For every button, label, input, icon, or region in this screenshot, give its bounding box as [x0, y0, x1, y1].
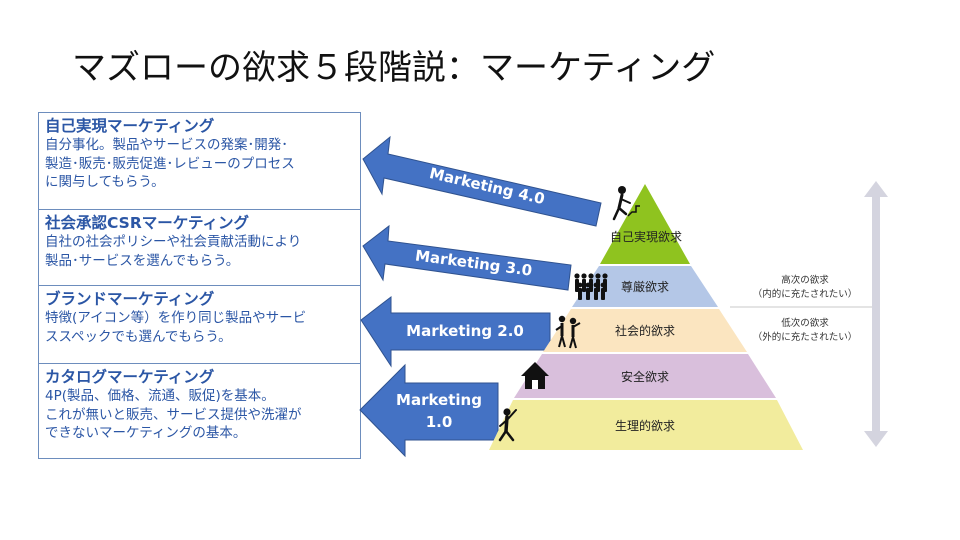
box-line: 自分事化。製品やサービスの発案･開発･: [45, 137, 288, 153]
pyramid-label: 社会的欲求: [615, 323, 675, 338]
pyramid-label: 生理的欲求: [615, 418, 675, 433]
box-line: 自社の社会ポリシーや社会貢献活動により: [45, 234, 302, 250]
box-description: 自社の社会ポリシーや社会貢献活動により 製品･サービスを選んでもらう。: [45, 233, 354, 270]
box-description: 4P(製品、価格、流通、販促)を基本。 これが無いと販売、サービス提供や洗濯が …: [45, 387, 354, 443]
marketing-boxes: 自己実現マーケティング 自分事化。製品やサービスの発案･開発･ 製造･販売･販売…: [38, 112, 361, 459]
box-line: ススペックでも選んでもらう。: [45, 328, 232, 345]
box-line: 特徴(アイコン等）を作り同じ製品やサービ: [45, 310, 307, 326]
lower-needs-label: 低次の欲求: [781, 317, 829, 329]
box-line: 製造･販売･販売促進･レビューのプロセス: [45, 155, 295, 172]
box-description: 特徴(アイコン等）を作り同じ製品やサービ ススペックでも選んでもらう。: [45, 309, 354, 346]
arrow-marketing-1: Marketing 1.0: [359, 363, 499, 458]
pyramid-level-esteem: [572, 266, 718, 307]
box-description: 自分事化。製品やサービスの発案･開発･ 製造･販売･販売促進･レビューのプロセス…: [45, 136, 354, 192]
upper-needs-label: 高次の欲求: [781, 274, 829, 286]
arrow-marketing-3: Marketing 3.0: [362, 224, 572, 291]
arrow-marketing-4: Marketing 4.0: [362, 135, 602, 227]
box-heading: 社会承認CSRマーケティング: [45, 214, 250, 232]
box-heading: カタログマーケティング: [45, 368, 215, 386]
pyramid-label: 安全欲求: [621, 369, 669, 384]
house-icon: [521, 362, 549, 389]
box-heading: 自己実現マーケティング: [45, 117, 215, 135]
pyramid-level-physiological: [489, 400, 803, 450]
box-line: 4P(製品、価格、流通、販促)を基本。: [45, 388, 275, 404]
double-arrow-icon: [864, 181, 888, 447]
people-group-icon: [555, 315, 581, 349]
arrow-label: Marketing: [396, 391, 482, 409]
pyramid-label: 尊厳欲求: [621, 279, 669, 294]
climbing-person-icon: [612, 186, 640, 221]
box-brand-marketing: ブランドマーケティング 特徴(アイコン等）を作り同じ製品やサービ ススペックでも…: [38, 285, 361, 363]
box-heading: ブランドマーケティング: [45, 290, 215, 308]
arrow-marketing-2: Marketing 2.0: [360, 295, 551, 368]
pyramid-level-safety: [514, 354, 776, 398]
box-line: に関与してもらう。: [45, 174, 165, 190]
pyramid: 自己実現欲求 尊厳欲求 社会的欲求 安全欲求 生理的欲求: [489, 184, 803, 450]
upper-needs-sublabel: （内的に充たされたい）: [753, 288, 858, 300]
lower-needs-sublabel: （外的に充たされたい）: [753, 331, 858, 343]
box-line: 製品･サービスを選んでもらう。: [45, 252, 240, 269]
box-line: できないマーケティングの基本。: [45, 425, 247, 441]
person-icon: [498, 408, 517, 442]
arrow-label: 1.0: [426, 413, 453, 431]
crowd-icon: [574, 273, 608, 300]
pyramid-level-self-actualization: [600, 184, 690, 264]
pyramid-label: 自己実現欲求: [610, 229, 682, 244]
page-title: マズローの欲求５段階説：マーケティング: [72, 48, 716, 88]
pyramid-level-social: [543, 309, 747, 352]
box-csr-marketing: 社会承認CSRマーケティング 自社の社会ポリシーや社会貢献活動により 製品･サー…: [38, 209, 361, 285]
box-self-actualization-marketing: 自己実現マーケティング 自分事化。製品やサービスの発案･開発･ 製造･販売･販売…: [38, 112, 361, 209]
arrow-label: Marketing 2.0: [406, 322, 524, 340]
box-line: これが無いと販売、サービス提供や洗濯が: [45, 406, 302, 423]
box-catalog-marketing: カタログマーケティング 4P(製品、価格、流通、販促)を基本。 これが無いと販売…: [38, 363, 361, 459]
